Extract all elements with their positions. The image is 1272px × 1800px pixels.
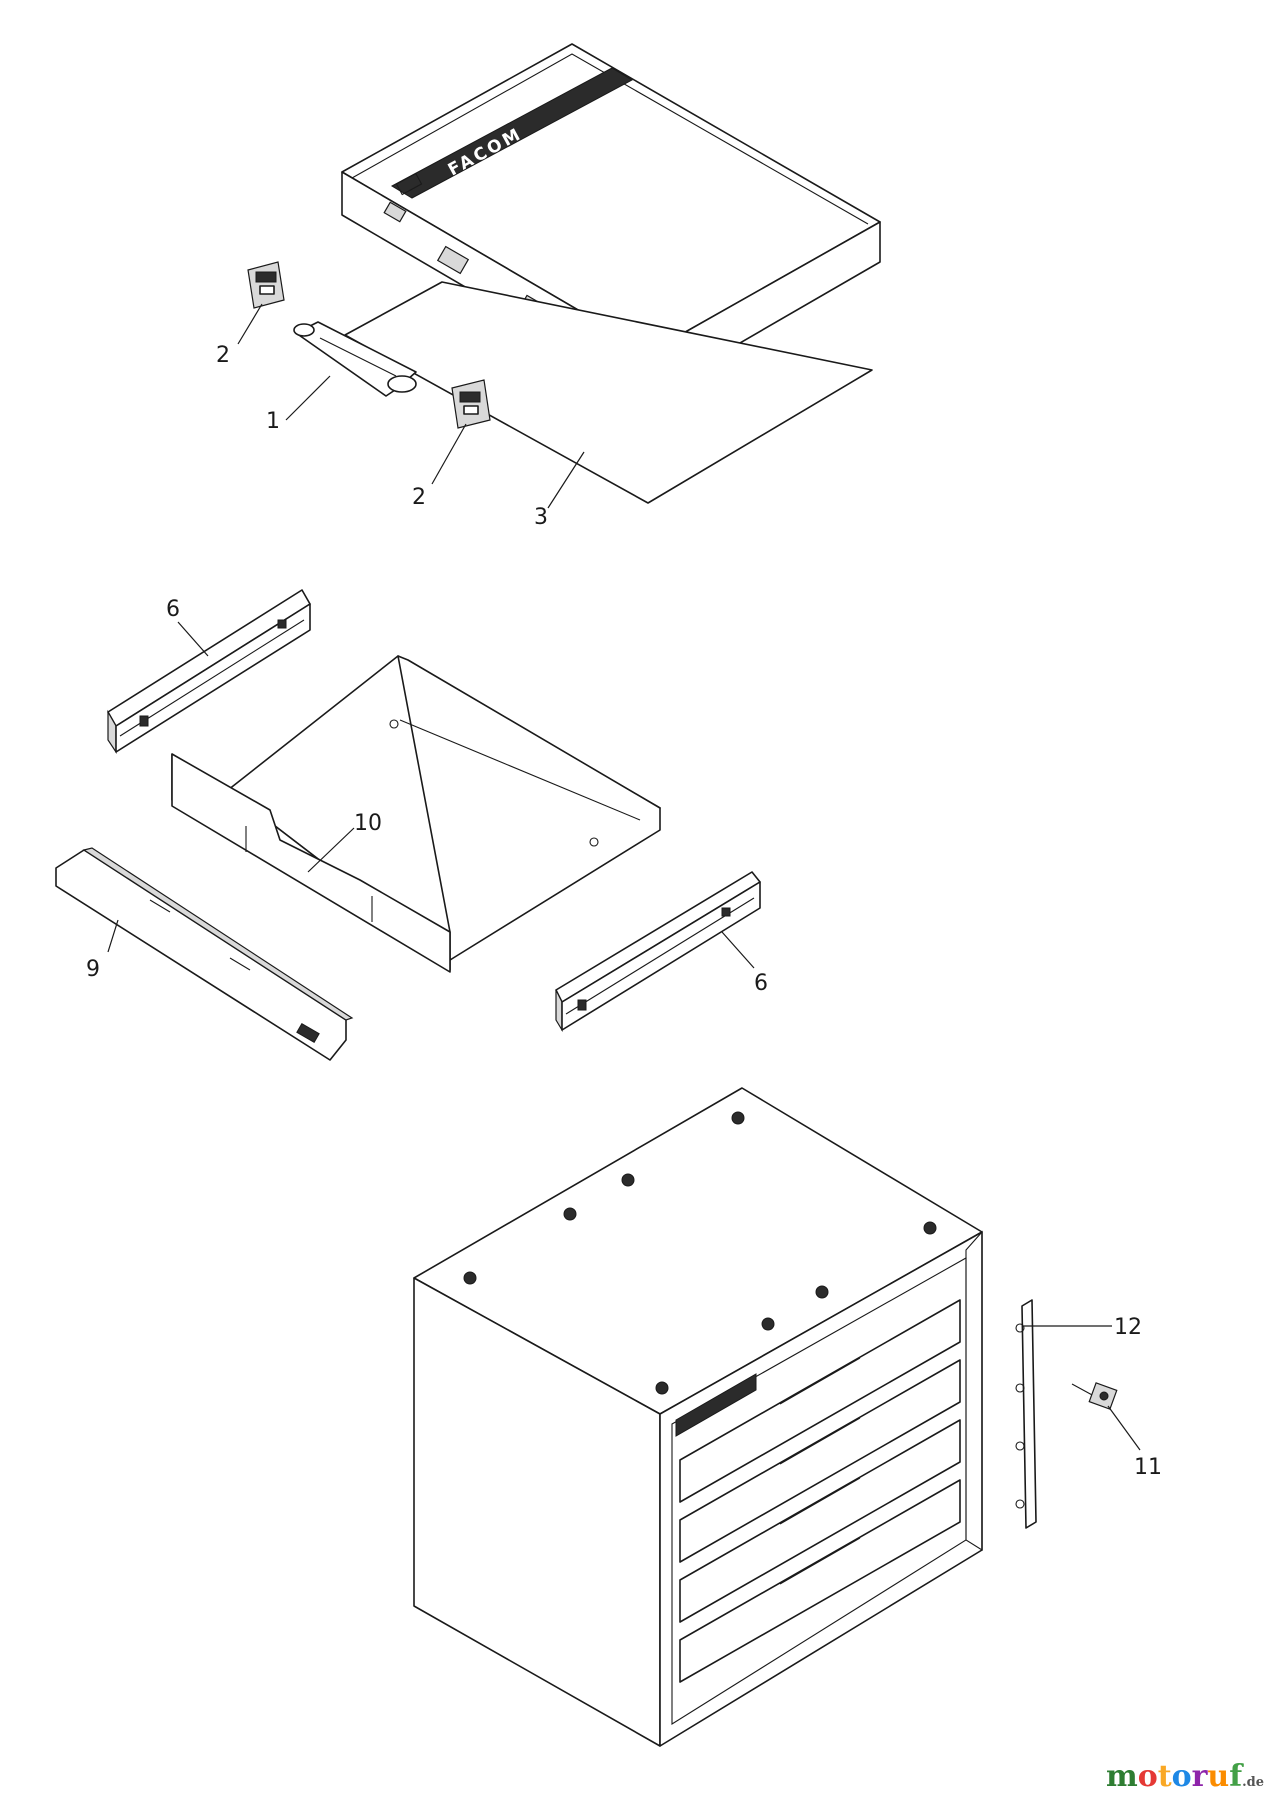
watermark-letter: f xyxy=(1229,1759,1243,1794)
motoruf-watermark: motoruf.de xyxy=(1106,1759,1264,1794)
foam-sheet xyxy=(344,281,873,504)
lid-handle xyxy=(293,321,417,397)
watermark-letters: motoruf xyxy=(1106,1759,1242,1794)
latch-upper xyxy=(247,261,285,309)
side-strip xyxy=(1015,1299,1037,1529)
watermark-letter: r xyxy=(1191,1759,1208,1794)
callout-1: 1 xyxy=(266,409,280,434)
latch-lower xyxy=(451,379,491,429)
callout-2-lower: 2 xyxy=(412,485,426,510)
callout-labels: 1 2 2 3 6 6 9 10 11 12 xyxy=(86,343,1162,1480)
cabinet-drawer-fronts xyxy=(679,1299,961,1683)
drawer-slide-right xyxy=(555,871,761,1033)
drawer-slide-left xyxy=(107,589,311,754)
callout-6-upper: 6 xyxy=(166,597,180,622)
lid-case: FACOM xyxy=(341,43,881,396)
watermark-tld: .de xyxy=(1242,1775,1264,1790)
callout-10: 10 xyxy=(354,811,382,836)
callout-11: 11 xyxy=(1134,1455,1162,1480)
watermark-letter: u xyxy=(1207,1759,1230,1794)
callout-2-upper: 2 xyxy=(216,343,230,368)
callout-9: 9 xyxy=(86,957,100,982)
drawer-cabinet xyxy=(413,1087,983,1747)
watermark-letter: m xyxy=(1105,1759,1138,1794)
leader-lines xyxy=(107,303,1141,1451)
callout-6-lower: 6 xyxy=(754,971,768,996)
drawer-front-handle xyxy=(55,847,354,1061)
watermark-letter: o xyxy=(1171,1759,1192,1794)
callout-3: 3 xyxy=(534,505,548,530)
drawer-tray xyxy=(171,655,661,973)
callout-12: 12 xyxy=(1114,1315,1142,1340)
cabinet-lock xyxy=(1071,1382,1118,1410)
watermark-letter: o xyxy=(1137,1759,1158,1794)
watermark-letter: t xyxy=(1157,1759,1172,1794)
